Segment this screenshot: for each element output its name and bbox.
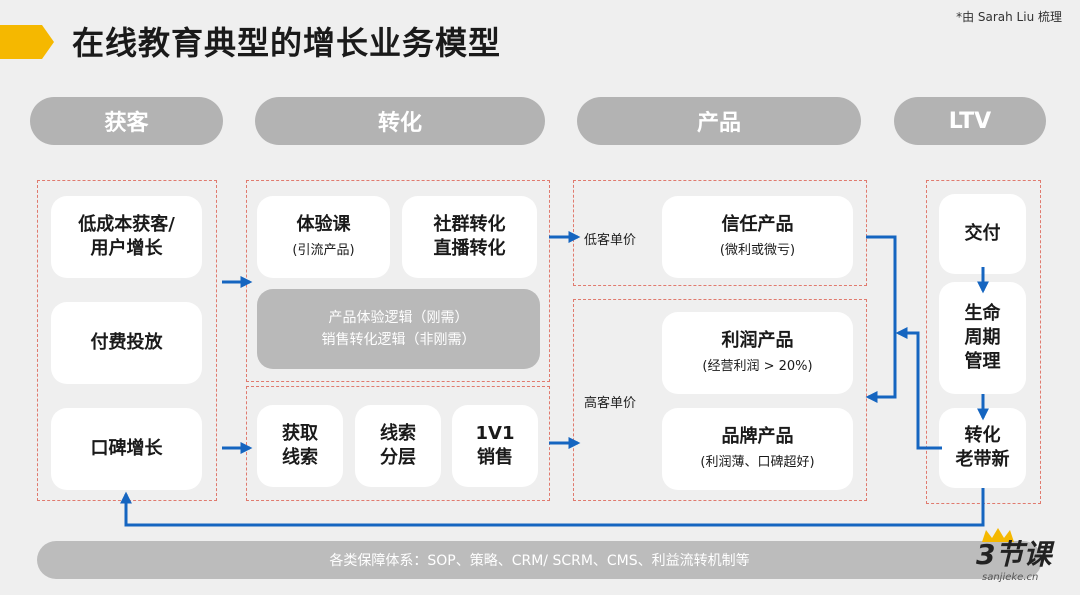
title-accent-bar: [0, 25, 54, 59]
low-price-label: 低客单价: [584, 233, 637, 248]
stage-acquisition: 获客: [30, 97, 223, 145]
community-live-card: 社群转化 直播转化: [402, 196, 537, 278]
lead-tiering-card: 线索 分层: [355, 405, 441, 487]
stage-product: 产品: [577, 97, 861, 145]
get-leads-card: 获取 线索: [257, 405, 343, 487]
referral-conversion-card: 转化 老带新: [939, 408, 1026, 488]
arrow-referral-loop: [895, 327, 942, 450]
lifecycle-management-card: 生命 周期 管理: [939, 282, 1026, 394]
word-of-mouth-card: 口碑增长: [51, 408, 202, 490]
trial-course-card: 体验课 (引流产品): [257, 196, 390, 278]
support-system-bar: 各类保障体系：SOP、策略、CRM/ SCRM、CMS、利益流转机制等: [37, 541, 1042, 579]
stage-conversion: 转化: [255, 97, 545, 145]
brand-product-card: 品牌产品 (利润薄、口碑超好): [662, 408, 853, 490]
sanjieke-logo: 3节课 sanjieke.cn: [976, 526, 1076, 588]
conversion-logic-box: 产品体验逻辑（刚需） 销售转化逻辑（非刚需）: [257, 289, 540, 369]
arrow-trust-to-high: [865, 235, 897, 403]
logo-domain: sanjieke.cn: [982, 572, 1039, 583]
page-title: 在线教育典型的增长业务模型: [72, 24, 502, 62]
logo-mark: 3节课: [976, 538, 1052, 571]
delivery-card: 交付: [939, 194, 1026, 274]
credit-note: *由 Sarah Liu 梳理: [956, 10, 1062, 24]
crown-icon: [982, 528, 1014, 542]
arrow-referral-to-word-of-mouth: [120, 488, 985, 527]
paid-ads-card: 付费投放: [51, 302, 202, 384]
high-price-label: 高客单价: [584, 396, 637, 411]
trust-product-card: 信任产品 (微利或微亏): [662, 196, 853, 278]
low-cost-acquisition-card: 低成本获客/ 用户增长: [51, 196, 202, 278]
stage-ltv: LTV: [894, 97, 1046, 145]
profit-product-card: 利润产品 (经营利润 > 20%): [662, 312, 853, 394]
one-on-one-sales-card: 1V1 销售: [452, 405, 538, 487]
